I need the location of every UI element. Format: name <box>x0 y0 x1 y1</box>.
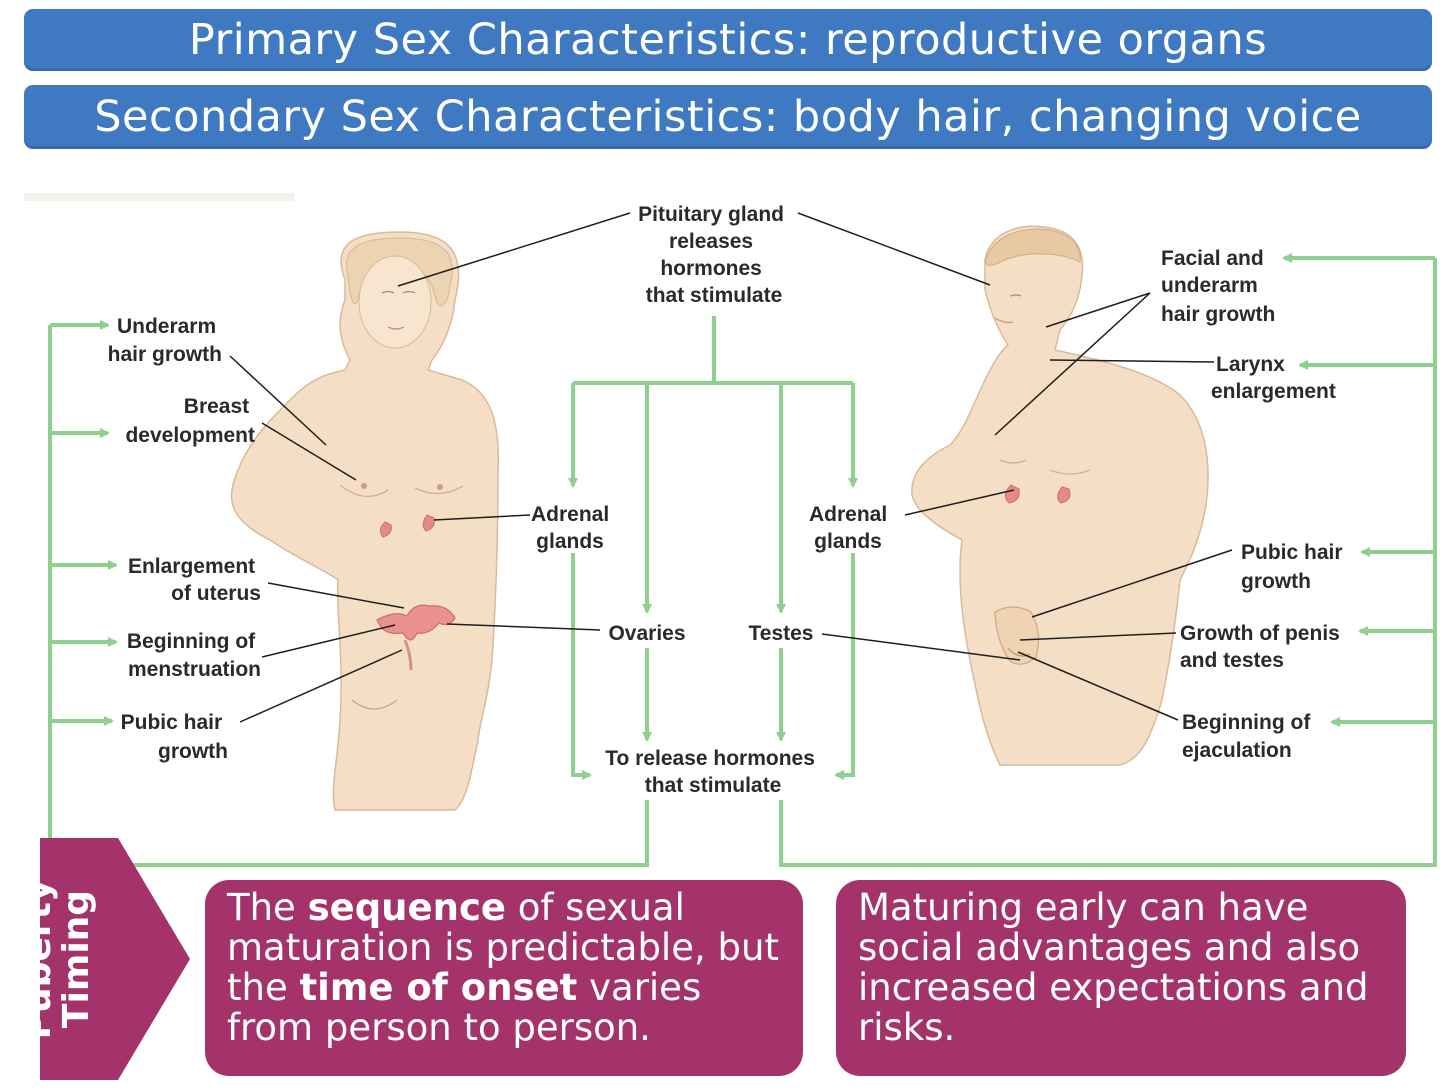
box1-seg-4: varies from person to person. <box>227 966 702 1049</box>
penis-testes-label: Growth of penis and testes <box>1180 622 1346 672</box>
box1-seg-3: time of onset <box>299 966 578 1009</box>
adrenal-glands-left-label: Adrenal glands <box>531 503 615 553</box>
testes-label: Testes <box>749 622 814 645</box>
box1-seg-0: The <box>227 886 308 929</box>
secondary-characteristics-banner: Secondary Sex Characteristics: body hair… <box>24 85 1432 149</box>
male-figure <box>911 225 1209 766</box>
ovaries-label: Ovaries <box>608 622 685 645</box>
uterus-label: Enlargement of uterus <box>128 555 261 605</box>
release-hormones-label: To release hormones that stimulate <box>605 747 821 797</box>
box1-seg-1: sequence <box>307 886 506 929</box>
underarm-hair-label: Underarm hair growth <box>108 315 222 366</box>
early-maturing-box: Maturing early can have social advantage… <box>836 880 1406 1076</box>
primary-characteristics-banner: Primary Sex Characteristics: reproductiv… <box>24 9 1432 71</box>
female-pubic-hair-label: Pubic hair growth <box>121 711 228 763</box>
sequence-of-maturation-box: The sequence of sexual maturation is pre… <box>205 880 803 1076</box>
female-figure <box>230 231 499 811</box>
facial-hair-label: Facial and underarm hair growth <box>1161 247 1275 326</box>
decorative-rule <box>24 193 294 201</box>
hormone-flow-lines <box>48 253 1437 867</box>
pituitary-label: Pituitary gland releases hormones that s… <box>638 203 790 307</box>
adrenal-glands-right-label: Adrenal glands <box>809 503 893 553</box>
larynx-label: Larynx enlargement <box>1211 353 1336 403</box>
male-pubic-hair-label: Pubic hair growth <box>1241 541 1348 593</box>
leader-lines <box>229 212 1233 723</box>
menstruation-label: Beginning of menstruation <box>127 630 261 681</box>
breast-development-label: Breast development <box>125 395 255 447</box>
ejaculation-label: Beginning of ejaculation <box>1182 711 1316 762</box>
box1-seg-2: of sexual maturation is predictable, but… <box>227 886 779 1009</box>
